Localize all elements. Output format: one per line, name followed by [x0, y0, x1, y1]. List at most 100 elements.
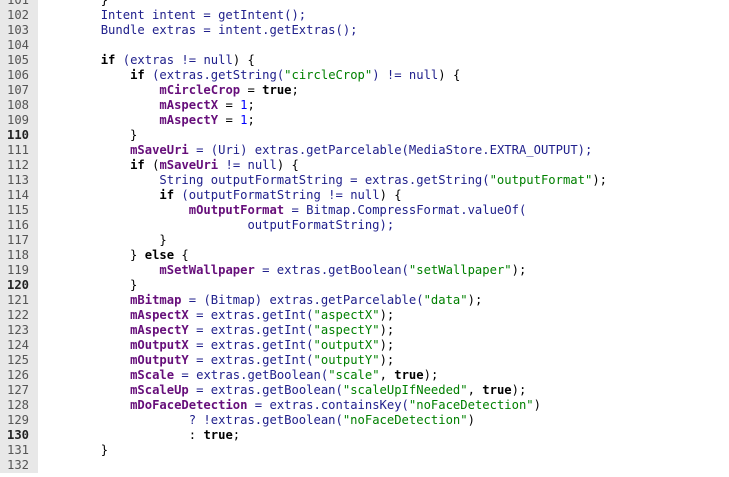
code-line[interactable]: 114 if (outputFormatString != null) {	[0, 188, 729, 203]
code-line[interactable]: 107 mCircleCrop = true;	[0, 83, 729, 98]
code-token: null	[350, 188, 380, 202]
code-line[interactable]: 127 mScaleUp = extras.getBoolean("scaleU…	[0, 383, 729, 398]
code-text: mOutputX = extras.getInt("outputX");	[42, 338, 394, 353]
code-text: Intent intent = getIntent();	[42, 8, 306, 23]
code-line[interactable]: 101 }	[0, 0, 729, 8]
code-line[interactable]: 104	[0, 38, 729, 53]
line-number: 107	[0, 83, 38, 98]
code-token: mOutputX	[130, 338, 189, 352]
code-token: if	[130, 68, 145, 82]
code-line[interactable]: 122 mAspectX = extras.getInt("aspectX");	[0, 308, 729, 323]
code-token: = extras.getInt(	[188, 308, 314, 322]
code-token: ;	[247, 98, 255, 112]
code-token	[42, 398, 130, 412]
code-text: String outputFormatString = extras.getSt…	[42, 173, 607, 188]
code-line[interactable]: 129 ? !extras.getBoolean("noFaceDetectio…	[0, 413, 729, 428]
code-token: "setWallpaper"	[408, 263, 512, 277]
code-token	[42, 158, 130, 172]
code-token: if	[100, 53, 116, 67]
code-text: mAspectX = 1;	[42, 98, 255, 113]
code-line[interactable]: 121 mBitmap = (Bitmap) extras.getParcela…	[0, 293, 729, 308]
code-line[interactable]: 132	[0, 458, 729, 473]
line-number: 104	[0, 38, 38, 53]
code-token	[42, 98, 159, 112]
code-token: "outputX"	[313, 338, 380, 352]
code-token: ) !=	[372, 68, 409, 82]
line-number: 126	[0, 368, 38, 383]
code-line[interactable]: 105 if (extras != null) {	[0, 53, 729, 68]
code-line[interactable]: 102 Intent intent = getIntent();	[0, 8, 729, 23]
line-number: 118	[0, 248, 38, 263]
code-line[interactable]: 117 }	[0, 233, 729, 248]
code-line[interactable]: 126 mScale = extras.getBoolean("scale", …	[0, 368, 729, 383]
code-token: =	[240, 83, 263, 97]
code-token: (extras !=	[115, 53, 204, 67]
code-token: ;	[291, 83, 299, 97]
code-line[interactable]: 108 mAspectX = 1;	[0, 98, 729, 113]
code-line[interactable]: 130 : true;	[0, 428, 729, 443]
code-token: "noFaceDetection"	[408, 398, 534, 412]
line-number: 115	[0, 203, 38, 218]
code-token	[42, 308, 130, 322]
line-number: 129	[0, 413, 38, 428]
code-token: = extras.getBoolean(	[254, 263, 409, 277]
code-token: (	[144, 158, 160, 172]
line-number: 120	[0, 278, 38, 293]
code-line[interactable]: 103 Bundle extras = intent.getExtras();	[0, 23, 729, 38]
code-line[interactable]: 109 mAspectY = 1;	[0, 113, 729, 128]
code-token: "outputFormat"	[489, 173, 593, 187]
code-token: }	[42, 443, 109, 457]
code-token: ) {	[232, 53, 255, 67]
code-text: }	[42, 443, 108, 458]
code-line[interactable]: 106 if (extras.getString("circleCrop") !…	[0, 68, 729, 83]
line-number: 106	[0, 68, 38, 83]
code-token: }	[42, 248, 145, 262]
code-token: {	[174, 248, 189, 262]
code-line[interactable]: 125 mOutputY = extras.getInt("outputY");	[0, 353, 729, 368]
code-token: );	[379, 338, 395, 352]
code-line[interactable]: 131 }	[0, 443, 729, 458]
code-token: :	[42, 428, 204, 442]
code-token	[42, 383, 130, 397]
code-line[interactable]: 113 String outputFormatString = extras.g…	[0, 173, 729, 188]
code-token: = extras.getInt(	[188, 338, 314, 352]
code-token: = extras.getBoolean(	[188, 383, 343, 397]
code-token: = (Uri) extras.getParcelable(MediaStore.…	[188, 143, 593, 157]
code-token	[42, 368, 130, 382]
code-line[interactable]: 112 if (mSaveUri != null) {	[0, 158, 729, 173]
code-token: );	[467, 293, 483, 307]
line-number: 111	[0, 143, 38, 158]
code-token: mBitmap	[130, 293, 182, 307]
code-token: mOutputFormat	[188, 203, 285, 217]
code-token: mDoFaceDetection	[130, 398, 248, 412]
code-token: mSaveUri	[130, 143, 189, 157]
code-line[interactable]: 124 mOutputX = extras.getInt("outputX");	[0, 338, 729, 353]
code-token: );	[379, 323, 395, 337]
code-line[interactable]: 110 }	[0, 128, 729, 143]
code-line[interactable]: 128 mDoFaceDetection = extras.containsKe…	[0, 398, 729, 413]
code-line[interactable]: 120 }	[0, 278, 729, 293]
code-token: ,	[379, 368, 395, 382]
code-token: );	[511, 383, 527, 397]
line-number: 124	[0, 338, 38, 353]
code-token: =	[218, 113, 241, 127]
code-line[interactable]: 116 outputFormatString);	[0, 218, 729, 233]
code-text: mCircleCrop = true;	[42, 83, 299, 98]
code-token: "scaleUpIfNeeded"	[342, 383, 468, 397]
code-line[interactable]: 118 } else {	[0, 248, 729, 263]
line-number: 114	[0, 188, 38, 203]
code-token: );	[379, 353, 395, 367]
code-token: 1	[240, 98, 248, 112]
code-token: );	[423, 368, 439, 382]
code-line[interactable]: 119 mSetWallpaper = extras.getBoolean("s…	[0, 263, 729, 278]
code-line[interactable]: 111 mSaveUri = (Uri) extras.getParcelabl…	[0, 143, 729, 158]
code-token	[42, 68, 130, 82]
line-number: 121	[0, 293, 38, 308]
code-token: if	[130, 158, 145, 172]
code-text: mOutputY = extras.getInt("outputY");	[42, 353, 394, 368]
code-token: ) {	[276, 158, 299, 172]
code-line[interactable]: 123 mAspectY = extras.getInt("aspectY");	[0, 323, 729, 338]
line-number: 110	[0, 128, 38, 143]
code-line[interactable]: 115 mOutputFormat = Bitmap.CompressForma…	[0, 203, 729, 218]
